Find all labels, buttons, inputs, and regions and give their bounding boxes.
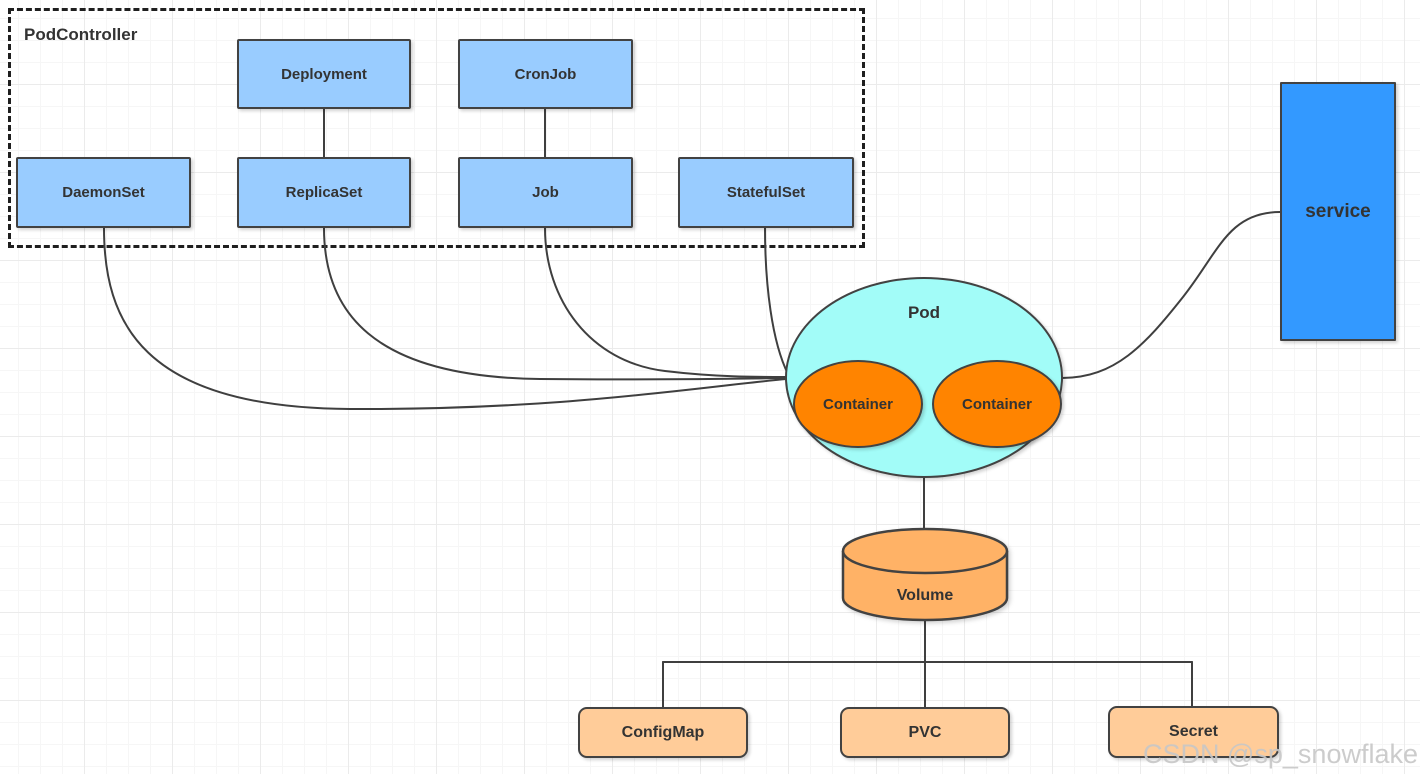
node-job-label: Job (532, 184, 559, 201)
node-statefulset: StatefulSet (678, 157, 854, 228)
node-pvc: PVC (840, 707, 1010, 758)
node-secret: Secret (1108, 706, 1279, 758)
edge-replicaset-pod (323, 227, 787, 381)
edge-daemonset-pod (103, 227, 787, 411)
node-replicaset-label: ReplicaSet (285, 184, 363, 201)
node-container-1-label: Container (822, 395, 893, 413)
node-pvc-label: PVC (908, 723, 942, 741)
edge-statefulset-pod (764, 227, 789, 375)
node-cronjob: CronJob (458, 39, 633, 109)
node-job: Job (458, 157, 633, 228)
volume-cylinder (841, 527, 1009, 622)
watermark-text: CSDN @sp_snowflake (1142, 739, 1418, 769)
volume-cylinder-top (841, 527, 1009, 575)
node-pod-label: Pod (907, 303, 941, 322)
node-daemonset: DaemonSet (16, 157, 191, 228)
node-deployment-label: Deployment (281, 65, 367, 83)
node-container-1: Container (793, 360, 923, 448)
node-replicaset: ReplicaSet (237, 157, 411, 228)
node-container-2-label: Container (961, 395, 1032, 413)
node-container-2: Container (932, 360, 1062, 448)
node-statefulset-label: StatefulSet (726, 184, 806, 201)
pod-controller-group-label: PodController (24, 25, 138, 44)
edge-job-pod (544, 227, 787, 378)
pod-controller-group-box (8, 8, 865, 248)
connector-lines (103, 108, 1281, 708)
node-configmap-label: ConfigMap (621, 723, 705, 741)
node-secret-label: Secret (1169, 723, 1218, 740)
node-volume-label: Volume (896, 587, 954, 604)
edge-pod-service (1061, 211, 1281, 379)
node-configmap: ConfigMap (578, 707, 748, 758)
node-service: service (1280, 82, 1396, 341)
node-service-label: service (1305, 200, 1371, 222)
node-deployment: Deployment (237, 39, 411, 109)
node-daemonset-label: DaemonSet (62, 184, 145, 201)
node-cronjob-label: CronJob (514, 65, 577, 83)
